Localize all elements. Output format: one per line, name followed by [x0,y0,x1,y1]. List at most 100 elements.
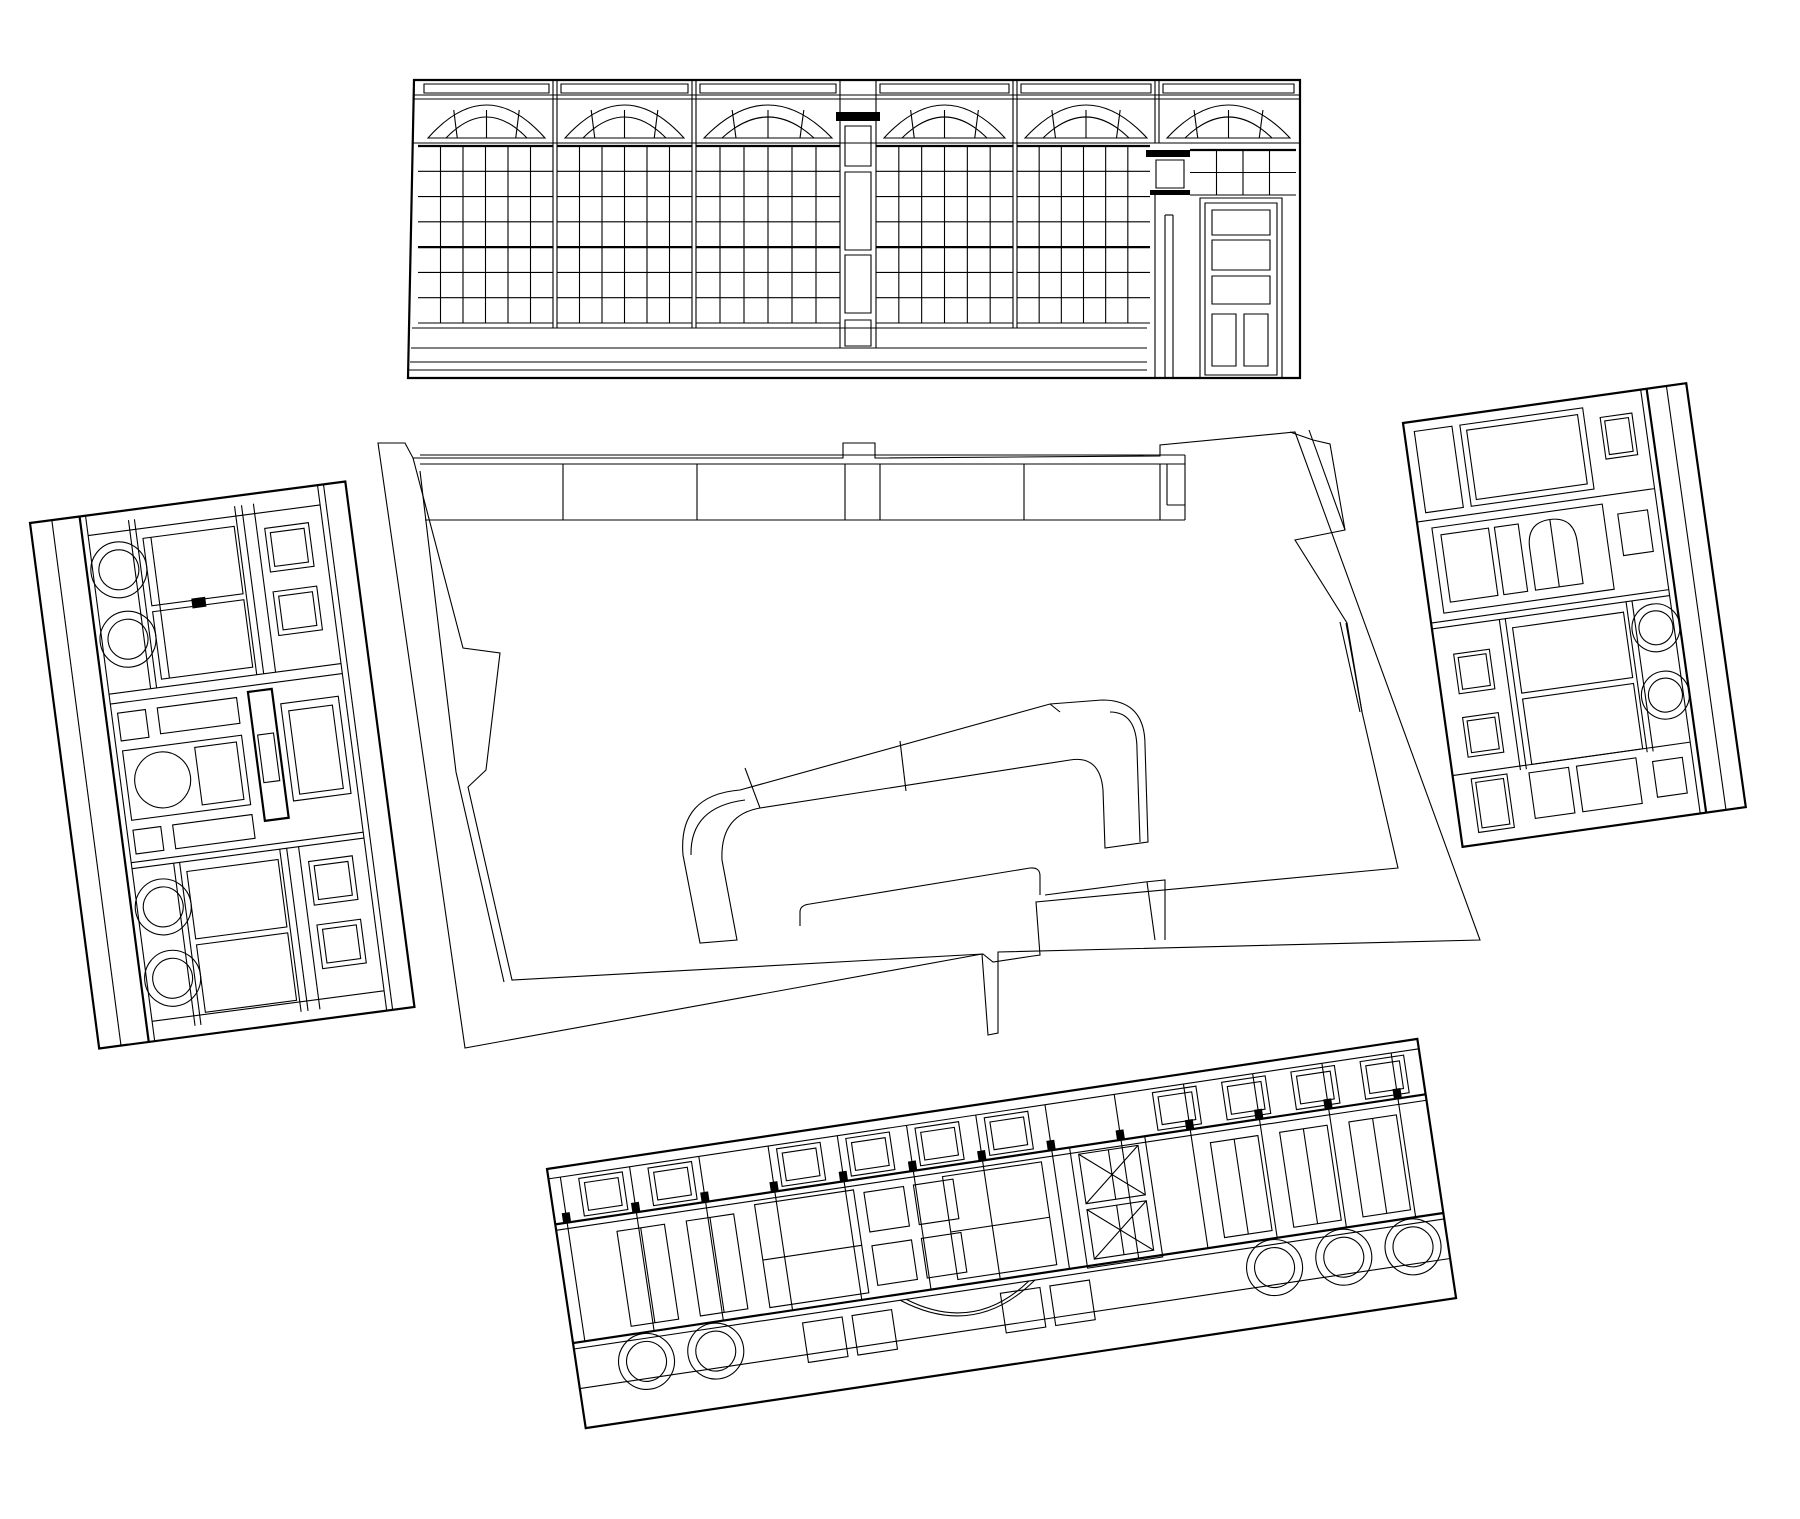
upper-panel [1152,1086,1201,1130]
fanlight-arch [704,105,832,138]
fanlight-rib [975,110,979,138]
fanlight-rib [732,110,736,138]
upper-panel [984,1111,1033,1155]
upper-panel-inset [654,1167,692,1200]
door-panel-stile [1303,1129,1317,1224]
fanlight-transom [880,84,1009,93]
elevation-top-bays [553,80,1159,328]
small-panel [872,1240,917,1285]
large-panel-rail [763,1245,862,1260]
pilaster-edge [768,1146,793,1310]
elevation-bottom [547,1039,1456,1428]
fanlight-arch [428,105,545,138]
elevation-right-medallion-2 [1638,668,1692,722]
fanlight-rib [1052,110,1056,138]
door-panel [1349,1115,1411,1217]
elevation-top-fanlights [424,84,1294,138]
pilaster-capital [838,1170,849,1182]
fanlight-rib [911,110,915,138]
elevation-left-medallion-4 [141,947,204,1010]
fanlight-rib [454,110,458,138]
door-panel-stile [1373,1118,1387,1213]
fanlight-rib [654,110,658,138]
fanlight-rib [591,110,595,138]
upper-panel [579,1172,628,1216]
elevation-top-door [1146,150,1282,378]
elevation-top-frame [408,80,1300,378]
pilaster-capital [1046,1139,1056,1151]
upper-panel [1291,1065,1340,1109]
door-panel-stile [641,1228,655,1323]
pilaster-edge [1114,1094,1139,1258]
upper-panel [648,1162,697,1206]
pilaster-edge [837,1136,862,1300]
fanlight-rib [800,110,804,138]
plan-curved-counter [683,700,1148,943]
small-panel [1050,1280,1095,1325]
pilaster-edge [1183,1084,1208,1248]
pilaster-capital [1392,1087,1402,1100]
plan-outer-wall [378,432,1480,1048]
fanlight-arch [1025,105,1147,138]
upper-panel [1222,1076,1271,1120]
small-panel [913,1179,958,1224]
elevation-right [1403,383,1746,847]
elevation-left-medallion-2 [97,608,160,671]
upper-panel [846,1132,895,1176]
fanlight-rib [1259,110,1263,138]
small-panel [1000,1287,1045,1332]
upper-panel-inset [1297,1071,1335,1104]
fanlight-transom [1021,84,1151,93]
plan-inner-wall [413,430,1398,980]
upper-panel [915,1122,964,1166]
elevation-top [408,80,1300,378]
elevation-left-frame [30,481,414,1048]
upper-panel-inset [782,1148,820,1181]
fanlight-transom [424,84,549,93]
pilaster-edge [907,1125,932,1289]
elevation-left-medallion-1 [87,538,150,601]
pilaster-capital [1323,1098,1333,1110]
elevation-right-medallion-1 [1629,601,1683,655]
fanlight-rib [1117,110,1121,138]
large-panel-rail [951,1217,1050,1232]
upper-panel-inset [1227,1082,1265,1115]
elevation-bottom-frame [547,1039,1456,1428]
pilaster-capital [907,1160,918,1172]
fanlight-transom [561,84,688,93]
fanlight-arch [1167,105,1290,138]
fanlight-rib [516,110,520,138]
pilaster-edge [1045,1105,1070,1269]
pilaster-edge [1253,1074,1278,1238]
pilaster-capital [630,1201,641,1213]
pilaster-edge [976,1115,1001,1279]
fanlight-arch [565,105,684,138]
pilaster-capital [977,1150,987,1162]
small-panel [921,1233,966,1278]
elevation-top-center-pier [836,80,880,348]
pilaster-edge [699,1156,724,1320]
fanlight-transom [700,84,836,93]
elevation-bottom-medallions [615,1215,1445,1393]
pilaster-edge [1391,1053,1416,1217]
pilaster-edge [1322,1063,1347,1227]
small-panel [864,1186,909,1231]
small-panel [852,1310,897,1355]
upper-panel-inset [584,1178,622,1211]
door-panel-stile [710,1217,724,1312]
elevation-top-shelving-grid [418,146,1296,323]
elevation-bottom-bays [556,1051,1435,1395]
upper-panel-inset [990,1117,1028,1150]
pilaster-capital [1115,1129,1125,1141]
pilaster-edge [630,1167,655,1331]
upper-panel-inset [921,1127,959,1160]
plan-window-wall [420,455,1185,520]
fanlight-rib [1194,110,1198,138]
small-panel [803,1317,848,1362]
upper-panel-inset [851,1138,889,1171]
upper-panel [777,1142,826,1186]
pilaster-capital [561,1212,572,1224]
elevation-left-medallion-3 [132,875,195,938]
plan-center [378,430,1480,1048]
